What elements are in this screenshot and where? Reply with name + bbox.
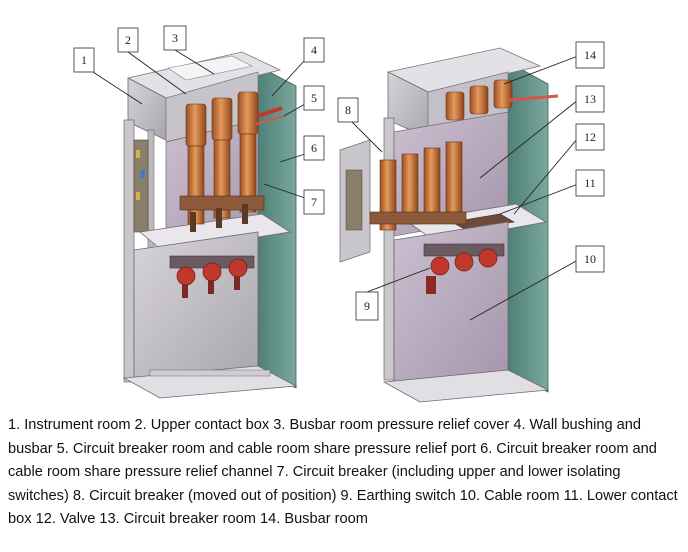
callout-4-label: 4 xyxy=(311,43,317,57)
callout-11: 11 xyxy=(575,169,605,197)
figure-caption: 1. Instrument room 2. Upper contact box … xyxy=(8,417,678,527)
callout-8: 8 xyxy=(337,97,359,123)
callout-leaders xyxy=(92,49,579,321)
callout-2-label: 2 xyxy=(125,33,131,47)
callout-14: 14 xyxy=(575,41,605,69)
upper-contact-boxes xyxy=(185,91,285,147)
earthing-switch xyxy=(423,243,505,294)
callout-1: 1 xyxy=(73,47,95,73)
callout-2: 2 xyxy=(117,27,139,53)
callout-10: 10 xyxy=(575,245,605,273)
callout-4: 4 xyxy=(303,37,325,63)
callout-8-label: 8 xyxy=(345,103,351,117)
switchgear-diagram: 1 2 3 4 5 6 7 8 9 10 11 12 xyxy=(73,25,605,403)
callout-13: 13 xyxy=(575,85,605,113)
callout-1-label: 1 xyxy=(81,53,87,67)
callout-7: 7 xyxy=(303,189,325,215)
callout-9-label: 9 xyxy=(364,299,370,313)
callout-5: 5 xyxy=(303,85,325,111)
circuit-breaker-poles xyxy=(179,133,265,232)
callout-10-label: 10 xyxy=(584,252,596,266)
callout-14-label: 14 xyxy=(584,48,596,62)
right-cabinet xyxy=(382,47,559,403)
callout-6: 6 xyxy=(303,135,325,161)
withdrawn-breaker xyxy=(339,139,467,263)
lower-terminals xyxy=(169,255,255,298)
callout-3-label: 3 xyxy=(172,31,178,45)
callout-3: 3 xyxy=(163,25,187,51)
callout-12-label: 12 xyxy=(584,130,596,144)
callout-13-label: 13 xyxy=(584,92,596,106)
callout-7-label: 7 xyxy=(311,195,317,209)
callout-9: 9 xyxy=(355,291,379,321)
callout-11-label: 11 xyxy=(584,176,596,190)
callout-5-label: 5 xyxy=(311,91,317,105)
callout-12: 12 xyxy=(575,123,605,151)
callout-6-label: 6 xyxy=(311,141,317,155)
left-cabinet xyxy=(122,51,298,399)
